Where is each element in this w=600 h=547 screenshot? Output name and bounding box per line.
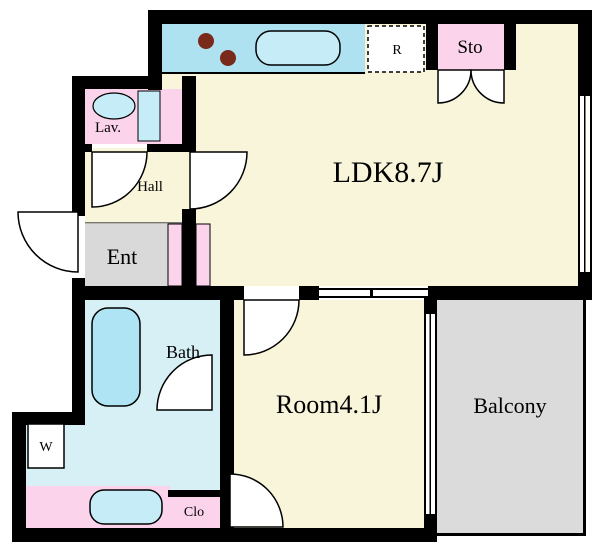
wall-segment (147, 144, 196, 152)
ldk-side-cabinet (195, 223, 211, 287)
doors (17, 69, 505, 528)
window-line (429, 314, 431, 514)
wall-segment (299, 286, 319, 300)
room-labels: LDK8.7J Room4.1J Balcony Ent Bath Hall L… (39, 37, 546, 520)
kitchen-sink (255, 30, 341, 66)
wall-segment (72, 286, 244, 300)
balcony-rail (430, 533, 586, 536)
wall-segment (12, 528, 437, 542)
bedroom-label: Room4.1J (276, 390, 382, 419)
wall-segment (85, 144, 92, 152)
bathtub (91, 307, 141, 407)
balcony-floor (437, 300, 583, 533)
stove-burner-icon (198, 33, 214, 49)
washer-label: W (39, 440, 53, 455)
wall-segment (504, 24, 516, 70)
wall-segment (12, 412, 85, 425)
wall-segment (220, 300, 234, 528)
wall-segment (148, 10, 592, 24)
wall-segment (72, 76, 162, 89)
wall-segment (168, 490, 220, 497)
ldk-label: LDK8.7J (333, 156, 444, 189)
hall-ldk-door-arc (189, 151, 248, 210)
bath-label: Bath (166, 342, 200, 362)
sliding-door-tick (370, 288, 373, 298)
balcony-rail (583, 300, 586, 536)
balcony-label: Balcony (473, 393, 546, 418)
lavatory-counter (137, 90, 161, 142)
entrance-cabinet (167, 223, 183, 287)
bedroom-lower-door-arc (229, 473, 284, 528)
lavatory-door-arc (91, 151, 148, 208)
wall-segment (72, 278, 85, 418)
wall-segment (182, 76, 196, 152)
wall-segment (426, 24, 438, 70)
closet-label: Clo (184, 505, 204, 520)
window-line (578, 96, 580, 272)
wall-segment (12, 412, 26, 542)
fixtures (27, 30, 341, 525)
walls (12, 10, 592, 542)
bedroom-door-arc (243, 299, 300, 356)
sliding-door-rail (319, 296, 428, 298)
wall-segment (424, 296, 437, 314)
wall-segment (72, 76, 85, 216)
wall-segment (424, 514, 437, 542)
window-line (584, 96, 586, 272)
window-line (435, 314, 437, 514)
wall-segment (428, 286, 592, 300)
window-line (590, 96, 592, 272)
hall-label: Hall (137, 179, 163, 195)
entrance-floor (85, 224, 168, 286)
entrance-label: Ent (107, 244, 138, 269)
entrance-door-arc (17, 211, 79, 273)
vanity-sink (89, 489, 163, 525)
window-line (424, 314, 426, 514)
lavatory-basin (92, 92, 136, 120)
sliding-door-rail (319, 288, 428, 290)
kitchen-counter-edge (162, 72, 365, 74)
wall-segment (578, 10, 592, 96)
hall-entrance-step (85, 222, 182, 224)
storage-door-right-arc (470, 69, 505, 104)
fridge-space (367, 25, 425, 73)
storage-floor (438, 24, 504, 70)
bath-door-arc (156, 354, 213, 411)
wall-segment (182, 209, 196, 300)
lavatory-label: Lav. (95, 120, 121, 136)
wall-segment (578, 272, 592, 300)
storage-label: Sto (457, 37, 482, 58)
fridge-label: R (392, 43, 402, 58)
stove-burner-icon (220, 50, 236, 66)
washing-machine (27, 423, 65, 469)
windows (424, 96, 592, 514)
wall-segment (148, 10, 162, 90)
